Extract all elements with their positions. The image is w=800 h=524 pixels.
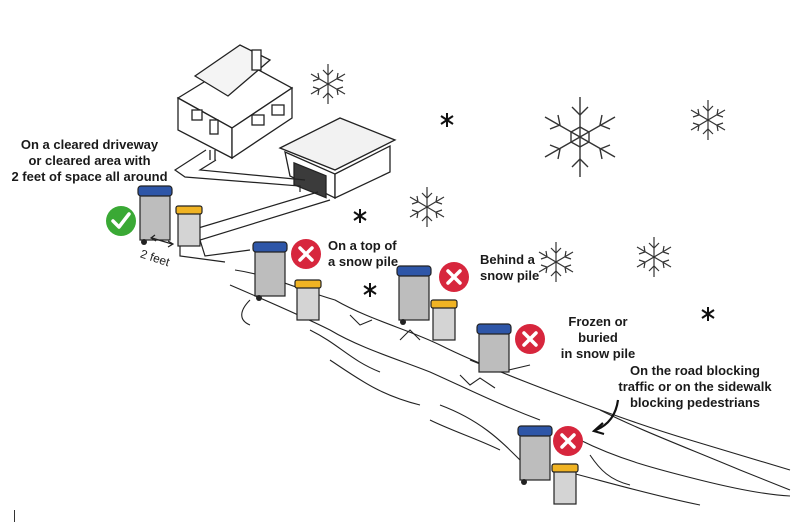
- x-icon: [439, 262, 469, 292]
- text-cursor: [14, 510, 15, 522]
- label-road: On the road blocking traffic or on the s…: [618, 363, 772, 410]
- garbage-bin: [252, 241, 288, 301]
- label-behind-pile: Behind a snow pile: [480, 252, 540, 283]
- garbage-bin: [137, 185, 173, 245]
- recycling-bin: [175, 205, 203, 247]
- recycling-bin: [551, 463, 579, 505]
- garbage-bin: [517, 425, 553, 485]
- snow-bank: [229, 269, 791, 506]
- distance-arrow: [149, 234, 175, 248]
- recycling-bin: [430, 299, 458, 341]
- garbage-bin: [396, 265, 432, 325]
- recycling-bin: [294, 279, 322, 321]
- check-icon: [106, 206, 136, 236]
- label-correct: On a cleared driveway or cleared area wi…: [11, 137, 168, 184]
- x-icon: [291, 239, 321, 269]
- garbage-bin: [476, 323, 512, 373]
- x-icon: [515, 324, 545, 354]
- label-frozen: Frozen or buried in snow pile: [560, 314, 636, 361]
- garage: [278, 117, 397, 200]
- house: [176, 44, 294, 160]
- x-icon: [553, 426, 583, 456]
- driveway: [173, 149, 331, 263]
- label-top-of-pile: On a top of a snow pile: [328, 238, 399, 269]
- pointer-arrow: [591, 399, 620, 436]
